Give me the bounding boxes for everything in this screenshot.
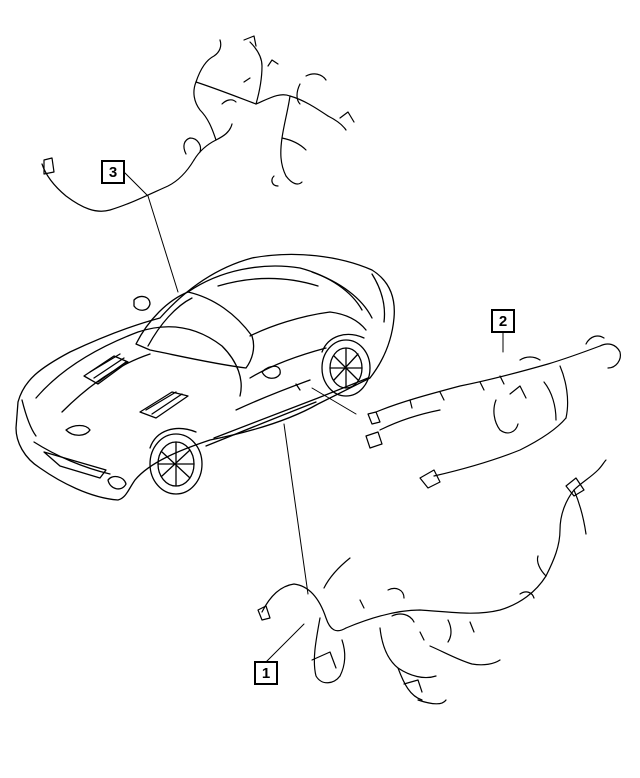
wiring-harness-2 bbox=[365, 335, 621, 489]
callout-3: 3 bbox=[101, 160, 125, 184]
callout-1: 1 bbox=[254, 661, 278, 685]
wiring-harness-1 bbox=[257, 459, 607, 705]
leader-lines bbox=[123, 171, 504, 663]
callout-2: 2 bbox=[491, 309, 515, 333]
wiring-harness-3 bbox=[41, 35, 355, 212]
car-illustration bbox=[15, 253, 395, 501]
